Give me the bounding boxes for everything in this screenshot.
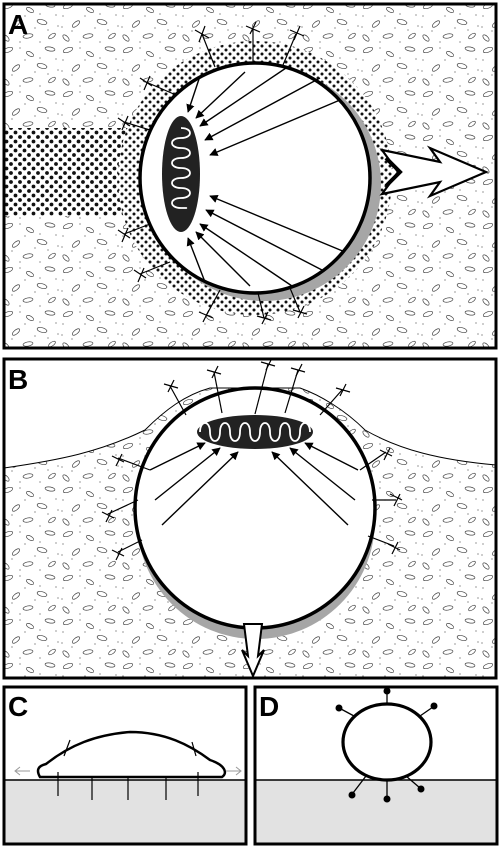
panel-label-d: D [259, 691, 279, 722]
lamellipodia-arrows-c [14, 766, 242, 776]
flat-substrate-d [255, 780, 497, 844]
flat-substrate-c [4, 780, 246, 844]
panel-d-frame [253, 685, 499, 846]
panel-label-a: A [8, 9, 28, 40]
force-arrows-b [149, 442, 359, 526]
panel-label-b: B [8, 364, 28, 395]
adhesion-complex-a [162, 116, 200, 232]
adhesion-complex-b [197, 415, 313, 449]
coil-a [171, 127, 191, 209]
round-cell [341, 702, 433, 782]
panel-c: C [2, 685, 248, 846]
bleb-tips-d [335, 687, 438, 803]
panel-b-frame [2, 357, 498, 680]
panel-a: A [2, 2, 498, 350]
contacts-c [57, 739, 199, 800]
tethers-b [101, 359, 403, 561]
migration-direction-arrow-b [241, 623, 265, 678]
flat-cell [36, 730, 227, 779]
tethers-a [117, 21, 308, 325]
panel-a-frame [2, 2, 498, 350]
panel-b: B [2, 357, 498, 680]
force-arrows-a [186, 67, 346, 287]
panel-d: D [253, 685, 499, 846]
panel-c-frame [2, 685, 248, 846]
panel-label-c: C [8, 691, 28, 722]
coil-b [199, 422, 311, 442]
